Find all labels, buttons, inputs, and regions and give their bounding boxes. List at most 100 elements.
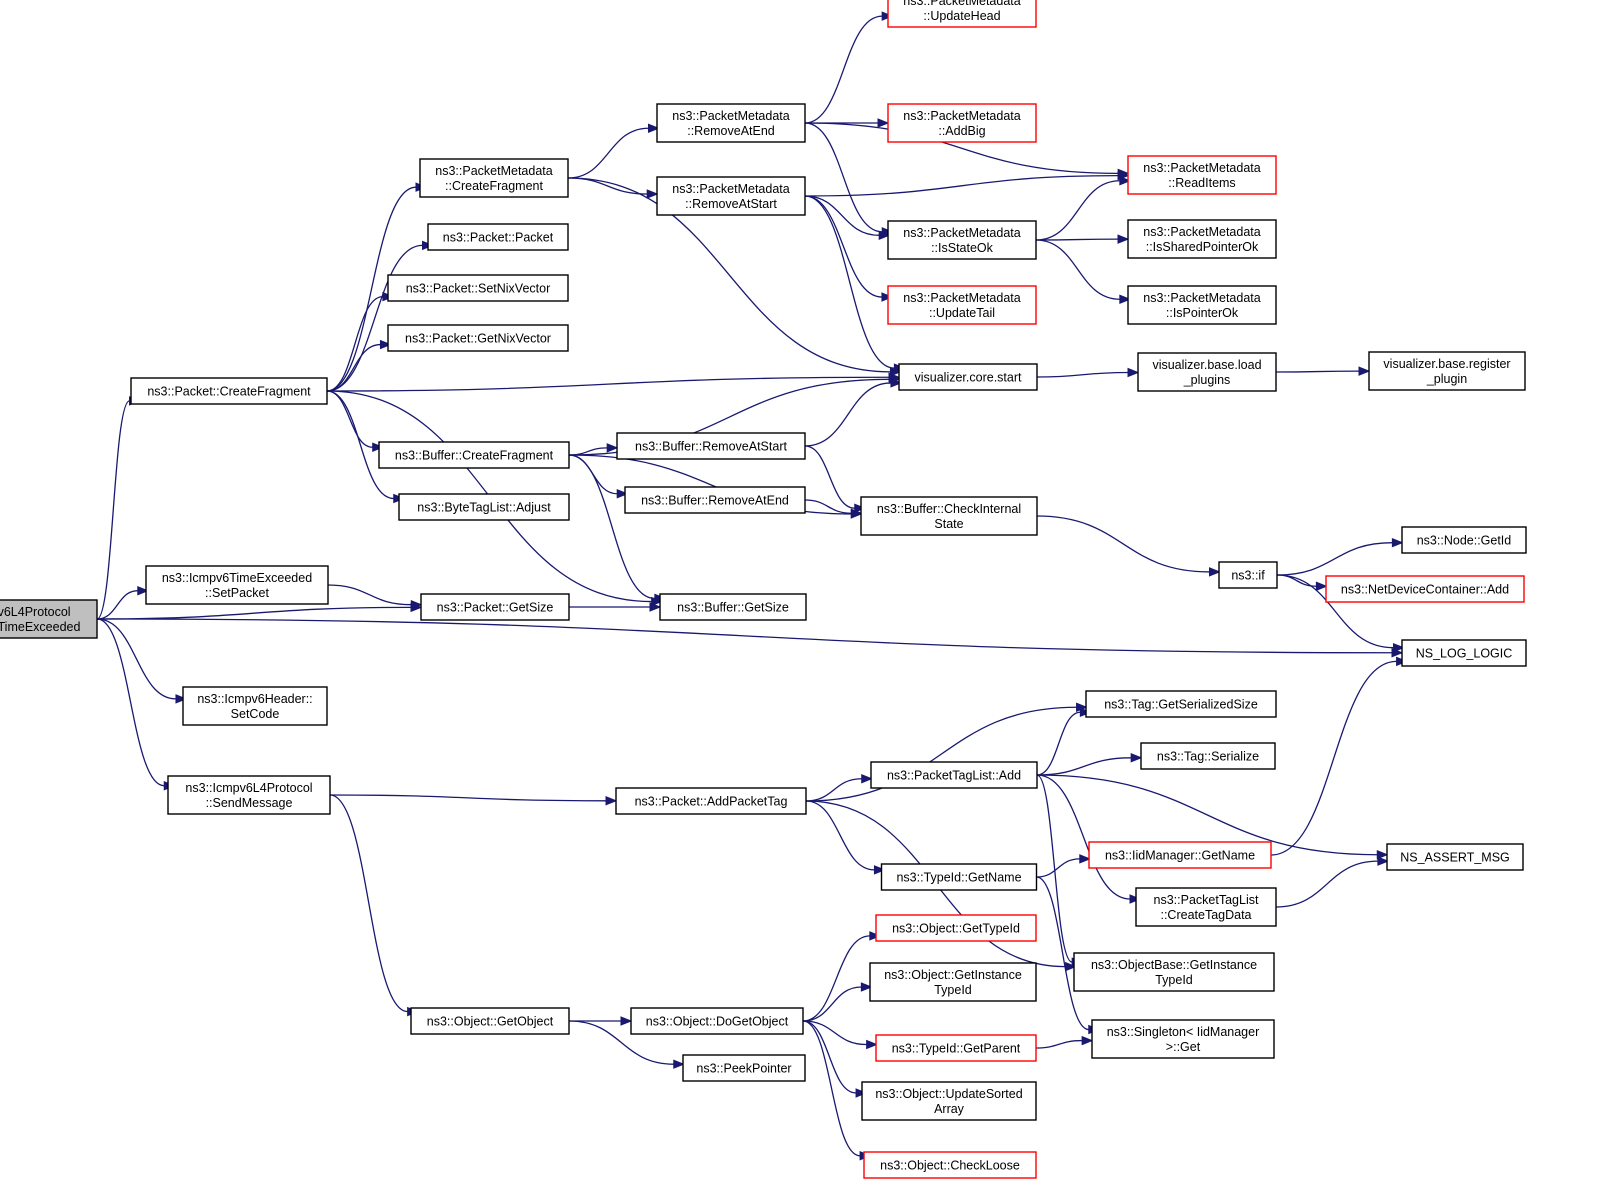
- node-viz-core-start[interactable]: visualizer.core.start: [898, 363, 1038, 391]
- node-packettaglist-createtagdata[interactable]: ns3::PacketTagList::CreateTagData: [1135, 887, 1277, 927]
- node-pm-ispointerok[interactable]: ns3::PacketMetadata::IsPointerOk: [1127, 285, 1277, 325]
- arrowhead: [379, 339, 392, 350]
- edge-line: [1036, 774, 1073, 963]
- node-label-line: ns3::Buffer::RemoveAtStart: [635, 440, 787, 454]
- node-object-dogetobject[interactable]: ns3::Object::DoGetObject: [630, 1007, 804, 1035]
- node-label-line: ns3::Packet::AddPacketTag: [635, 795, 788, 809]
- node-box: [887, 220, 1037, 260]
- node-buffer-getsize[interactable]: ns3::Buffer::GetSize: [659, 593, 807, 621]
- node-peekpointer[interactable]: ns3::PeekPointer: [682, 1054, 806, 1082]
- node-pm-issharedpointerok[interactable]: ns3::PacketMetadata::IsSharedPointerOk: [1127, 219, 1277, 259]
- edge-root-to-icmpv6header_setcode: [96, 618, 188, 704]
- node-label-line: NS_LOG_LOGIC: [1416, 647, 1513, 661]
- node-icmpv6header-setcode[interactable]: ns3::Icmpv6Header::SetCode: [182, 686, 328, 726]
- node-buffer-removeatend[interactable]: ns3::Buffer::RemoveAtEnd: [624, 486, 806, 514]
- node-packet-createfragment[interactable]: ns3::Packet::CreateFragment: [130, 377, 328, 405]
- node-box: [1127, 285, 1277, 325]
- node-box: [861, 1081, 1037, 1121]
- node-ns-log-logic[interactable]: NS_LOG_LOGIC: [1401, 639, 1527, 667]
- node-label-line: TypeId: [934, 983, 972, 997]
- node-box: [898, 363, 1038, 391]
- node-pm-removeatstart[interactable]: ns3::PacketMetadata::RemoveAtStart: [656, 176, 806, 216]
- edge-icmpv6l4_sendmessage-to-packet_addpackettag: [329, 794, 618, 806]
- edge-line: [802, 1020, 857, 1094]
- arrowhead: [606, 443, 619, 453]
- node-label-line: SetCode: [231, 707, 280, 721]
- arrowhead: [1079, 854, 1092, 864]
- node-buffer-createfragment[interactable]: ns3::Buffer::CreateFragment: [378, 441, 570, 469]
- node-netdevicecontainer-add[interactable]: ns3::NetDeviceContainer::Add: [1325, 575, 1525, 603]
- node-box: [387, 324, 569, 352]
- node-tag-serialize[interactable]: ns3::Tag::Serialize: [1140, 742, 1276, 770]
- edge-pm_isstateok-to-pm_ispointerok: [1035, 239, 1132, 304]
- node-tag-getserializedsize[interactable]: ns3::Tag::GetSerializedSize: [1085, 690, 1277, 718]
- edge-line: [1036, 515, 1210, 573]
- node-buffer-removeatstart[interactable]: ns3::Buffer::RemoveAtStart: [616, 432, 806, 460]
- arrowhead: [1377, 856, 1390, 866]
- node-pm-removeatend[interactable]: ns3::PacketMetadata::RemoveAtEnd: [656, 103, 806, 143]
- node-box: [427, 223, 569, 251]
- node-box: [880, 863, 1038, 891]
- node-pm-addbig[interactable]: ns3::PacketMetadata::AddBig: [887, 103, 1037, 143]
- arrowhead: [855, 1088, 868, 1098]
- edge-line: [568, 1020, 674, 1065]
- node-packet-getsize[interactable]: ns3::Packet::GetSize: [420, 593, 570, 621]
- node-object-checkloose[interactable]: ns3::Object::CheckLoose: [863, 1151, 1037, 1179]
- node-pm-isstateok[interactable]: ns3::PacketMetadata::IsStateOk: [887, 220, 1037, 260]
- node-typeid-getname[interactable]: ns3::TypeId::GetName: [880, 863, 1038, 891]
- node-packet-setnixvector[interactable]: ns3::Packet::SetNixVector: [387, 274, 569, 302]
- node-pm-createfragment[interactable]: ns3::PacketMetadata::CreateFragment: [419, 158, 569, 198]
- node-node-getid[interactable]: ns3::Node::GetId: [1401, 526, 1527, 554]
- node-iidmanager-getname[interactable]: ns3::IidManager::GetName: [1088, 841, 1272, 869]
- edge-root-to-icmpv6timeexceeded_setpacket: [96, 585, 150, 620]
- edge-line: [1035, 238, 1119, 241]
- node-root[interactable]: ns3::Icmpv6L4Protocol::SendErrorTimeExce…: [0, 599, 98, 639]
- node-box: [1073, 952, 1275, 992]
- node-pm-updatetail[interactable]: ns3::PacketMetadata::UpdateTail: [887, 285, 1037, 325]
- node-singleton-get[interactable]: ns3::Singleton< IidManager>::Get: [1091, 1019, 1275, 1059]
- edge-line: [1035, 239, 1120, 300]
- edge-line: [326, 244, 423, 392]
- node-packet-getnixvector[interactable]: ns3::Packet::GetNixVector: [387, 324, 569, 352]
- edge-ns3_if-to-node_getid: [1276, 537, 1404, 576]
- edge-buffer_removeatend-to-buffer_checkinternalstate: [804, 499, 863, 518]
- node-pm-updatehead[interactable]: ns3::PacketMetadata::UpdateHead: [887, 0, 1037, 28]
- node-label-line: ns3::Buffer::CheckInternal: [877, 502, 1021, 516]
- arrowhead: [175, 694, 188, 704]
- node-label-line: ns3::ObjectBase::GetInstance: [1091, 958, 1257, 972]
- node-label-line: _plugins: [1183, 373, 1231, 387]
- node-ns-assert-msg[interactable]: NS_ASSERT_MSG: [1386, 843, 1524, 871]
- edge-line: [1035, 1039, 1083, 1049]
- node-box: [1368, 351, 1526, 391]
- node-packettaglist-add[interactable]: ns3::PacketTagList::Add: [870, 761, 1038, 789]
- arrowhead: [1119, 294, 1132, 304]
- node-ns3-if[interactable]: ns3::if: [1218, 561, 1278, 589]
- arrowhead: [1391, 537, 1404, 548]
- node-typeid-getparent[interactable]: ns3::TypeId::GetParent: [875, 1034, 1037, 1062]
- node-icmpv6l4-sendmessage[interactable]: ns3::Icmpv6L4Protocol::SendMessage: [167, 775, 331, 815]
- node-object-gettypeid[interactable]: ns3::Object::GetTypeId: [875, 914, 1037, 942]
- node-bytetaglist-adjust[interactable]: ns3::ByteTagList::Adjust: [398, 493, 570, 521]
- node-viz-base-register-plugin[interactable]: visualizer.base.register_plugin: [1368, 351, 1526, 391]
- node-label-line: ::UpdateHead: [923, 9, 1000, 23]
- arrowhead: [410, 599, 423, 610]
- node-icmpv6timeexceeded-setpacket[interactable]: ns3::Icmpv6TimeExceeded::SetPacket: [145, 565, 329, 605]
- node-object-getobject[interactable]: ns3::Object::GetObject: [410, 1007, 570, 1035]
- arrowhead: [1376, 849, 1389, 860]
- node-box: [1401, 639, 1527, 667]
- node-box: [1325, 575, 1525, 603]
- node-pm-readitems[interactable]: ns3::PacketMetadata::ReadItems: [1127, 155, 1277, 195]
- node-label-line: ns3::Node::GetId: [1417, 534, 1512, 548]
- node-packet-packet[interactable]: ns3::Packet::Packet: [427, 223, 569, 251]
- node-packet-addpackettag[interactable]: ns3::Packet::AddPacketTag: [615, 787, 807, 815]
- arrowhead: [1081, 1035, 1094, 1046]
- edge-line: [1035, 180, 1120, 241]
- edge-viz_core_start-to-viz_base_load_plugins: [1036, 367, 1140, 378]
- edge-root-to-packet_createfragment: [96, 396, 141, 620]
- node-viz-base-load-plugins[interactable]: visualizer.base.load_plugins: [1137, 352, 1277, 392]
- edge-pm_removeatstart-to-pm_updatetail: [804, 195, 894, 302]
